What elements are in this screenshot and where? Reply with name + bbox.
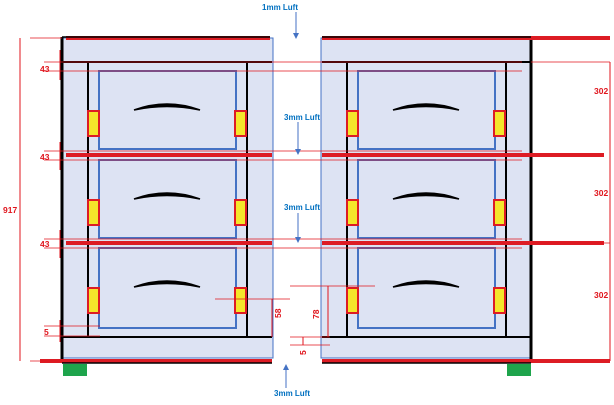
gap-annotations: 1mm Luft 3mm Luft 3mm Luft 3mm Luft [262, 3, 320, 398]
dimension-lines [19, 38, 611, 361]
construction-lines [30, 37, 610, 362]
latch-right [493, 110, 506, 137]
latch-left [346, 287, 359, 314]
drawer-handle-icon [392, 280, 460, 288]
gap-label-top: 1mm Luft [262, 3, 298, 12]
dim-43-label: 43 [40, 152, 50, 162]
dim-78-label: 78 [311, 309, 321, 319]
dim-58-label: 58 [273, 308, 283, 318]
latch-left [87, 199, 100, 226]
gap-label-mid: 3mm Luft [284, 113, 320, 122]
latch-left [87, 287, 100, 314]
arrow-head-icon [293, 33, 299, 39]
latch-right [234, 287, 247, 314]
dim-43-label: 43 [40, 239, 50, 249]
drawer-handle-icon [133, 103, 201, 111]
rails [40, 36, 610, 364]
dim-5-label: 5 [44, 327, 49, 337]
drawer-handle-icon [133, 192, 201, 200]
arrow-head-icon [283, 364, 289, 370]
foot-left [63, 364, 87, 376]
latch-right [493, 199, 506, 226]
latch-left [346, 199, 359, 226]
drawer-handle-icon [133, 280, 201, 288]
row-height-label: 302 [594, 86, 608, 96]
latch-right [234, 199, 247, 226]
arrow-head-icon [295, 149, 301, 155]
drawer-handle-icon [392, 192, 460, 200]
row-height-label: 302 [594, 188, 608, 198]
latch-left [346, 110, 359, 137]
drawer-handle-icon [392, 103, 460, 111]
dim-total-label: 917 [3, 205, 17, 215]
dim-5-label: 5 [298, 350, 308, 355]
latch-right [493, 287, 506, 314]
gap-label-mid: 3mm Luft [284, 203, 320, 212]
dim-43-label: 43 [40, 64, 50, 74]
foot-right [507, 364, 531, 376]
gap-label-bottom: 3mm Luft [274, 389, 310, 398]
row-height-label: 302 [594, 290, 608, 300]
arrow-head-icon [295, 237, 301, 243]
dimension-labels: 917 43 43 43 5 58 78 5 302 302 302 [3, 64, 608, 355]
latch-right [234, 110, 247, 137]
latch-left [87, 110, 100, 137]
